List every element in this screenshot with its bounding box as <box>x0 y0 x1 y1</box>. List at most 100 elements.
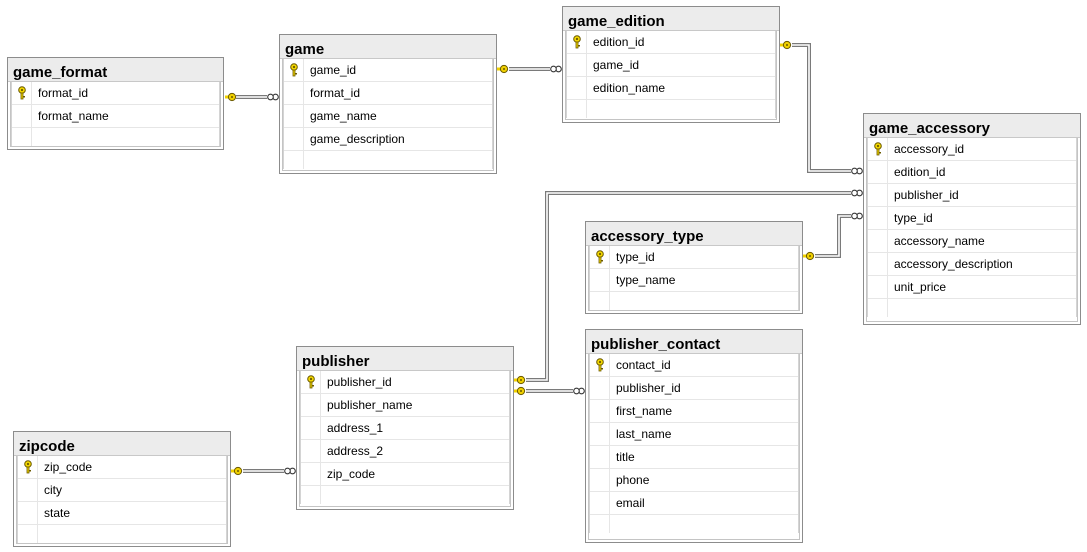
column-row[interactable]: edition_id <box>567 31 775 54</box>
one-end-key-icon <box>497 64 509 74</box>
column-row[interactable]: title <box>590 446 798 469</box>
rel-game-edition-game-accessory[interactable] <box>792 43 851 173</box>
key-cell <box>284 59 304 81</box>
table-game-edition[interactable]: game_edition edition_id game_id edition_nam… <box>562 6 780 123</box>
key-cell <box>590 377 610 399</box>
table-title[interactable]: accessory_type <box>586 222 802 246</box>
key-cell <box>868 253 888 275</box>
column-row[interactable]: type_id <box>590 246 798 269</box>
column-row[interactable]: publisher_name <box>301 394 509 417</box>
column-name: game_id <box>593 58 640 72</box>
key-cell <box>301 417 321 439</box>
column-list: type_id type_name <box>589 246 799 310</box>
column-row[interactable]: city <box>18 479 226 502</box>
many-end-infinity-icon <box>550 65 562 73</box>
key-cell <box>590 492 610 514</box>
table-title[interactable]: zipcode <box>14 432 230 456</box>
column-row[interactable]: contact_id <box>590 354 798 377</box>
key-cell <box>868 161 888 183</box>
rel-publisher-game-accessory-inner <box>526 192 851 381</box>
one-end-key-icon <box>514 375 526 385</box>
column-row[interactable]: format_id <box>12 82 219 105</box>
column-name: edition_id <box>593 35 645 49</box>
column-row[interactable]: publisher_id <box>868 184 1076 207</box>
table-title[interactable]: publisher <box>297 347 513 371</box>
column-name: type_name <box>616 273 676 287</box>
many-end-infinity-icon <box>267 93 279 101</box>
key-cell <box>18 525 38 543</box>
column-row[interactable]: accessory_name <box>868 230 1076 253</box>
column-row[interactable]: game_id <box>284 59 492 82</box>
column-list: edition_id game_id edition_name <box>566 31 776 118</box>
table-title[interactable]: publisher_contact <box>586 330 802 354</box>
key-cell <box>284 151 304 169</box>
column-row[interactable]: type_name <box>590 269 798 292</box>
column-row[interactable]: accessory_id <box>868 138 1076 161</box>
column-row[interactable]: game_description <box>284 128 492 151</box>
column-row[interactable]: email <box>590 492 798 515</box>
column-name: unit_price <box>894 280 947 294</box>
column-list: format_id format_name <box>11 82 220 146</box>
column-row[interactable]: address_2 <box>301 440 509 463</box>
primary-key-icon <box>596 250 604 264</box>
table-title[interactable]: game_edition <box>563 7 779 31</box>
primary-key-icon <box>874 142 882 156</box>
column-row[interactable]: first_name <box>590 400 798 423</box>
empty-row <box>567 100 775 118</box>
table-title[interactable]: game_accessory <box>864 114 1080 138</box>
key-cell <box>301 463 321 485</box>
column-row[interactable]: edition_id <box>868 161 1076 184</box>
column-row[interactable]: game_name <box>284 105 492 128</box>
rel-accessory-type-game-accessory-inner <box>815 215 851 257</box>
column-row[interactable]: zip_code <box>301 463 509 486</box>
column-row[interactable]: publisher_id <box>590 377 798 400</box>
primary-key-icon <box>18 86 26 100</box>
column-row[interactable]: publisher_id <box>301 371 509 394</box>
column-row[interactable]: address_1 <box>301 417 509 440</box>
column-row[interactable]: type_id <box>868 207 1076 230</box>
key-cell <box>18 479 38 501</box>
column-row[interactable]: accessory_description <box>868 253 1076 276</box>
column-name: type_id <box>894 211 933 225</box>
column-name: format_name <box>38 109 109 123</box>
key-cell <box>12 105 32 127</box>
column-row[interactable]: last_name <box>590 423 798 446</box>
column-row[interactable]: format_id <box>284 82 492 105</box>
many-end-infinity-icon <box>851 212 863 220</box>
table-title[interactable]: game_format <box>8 58 223 82</box>
key-cell <box>567 100 587 118</box>
column-name: game_description <box>310 132 405 146</box>
column-name: address_1 <box>327 421 384 435</box>
column-name: edition_name <box>593 81 666 95</box>
key-cell <box>567 77 587 99</box>
empty-row <box>590 515 798 533</box>
key-cell <box>590 246 610 268</box>
column-name: zip_code <box>44 460 93 474</box>
column-name: email <box>616 496 645 510</box>
empty-row <box>284 151 492 169</box>
column-row[interactable]: unit_price <box>868 276 1076 299</box>
column-row[interactable]: phone <box>590 469 798 492</box>
column-row[interactable]: game_id <box>567 54 775 77</box>
key-cell <box>301 371 321 393</box>
one-end-key-icon <box>231 466 243 476</box>
table-title[interactable]: game <box>280 35 496 59</box>
column-row[interactable]: format_name <box>12 105 219 128</box>
column-row[interactable]: state <box>18 502 226 525</box>
empty-row <box>18 525 226 543</box>
rel-game-edition-game-accessory-inner <box>792 44 851 172</box>
column-row[interactable]: edition_name <box>567 77 775 100</box>
rel-accessory-type-game-accessory[interactable] <box>815 214 851 258</box>
key-cell <box>590 469 610 491</box>
column-row[interactable]: zip_code <box>18 456 226 479</box>
column-name: game_id <box>310 63 357 77</box>
